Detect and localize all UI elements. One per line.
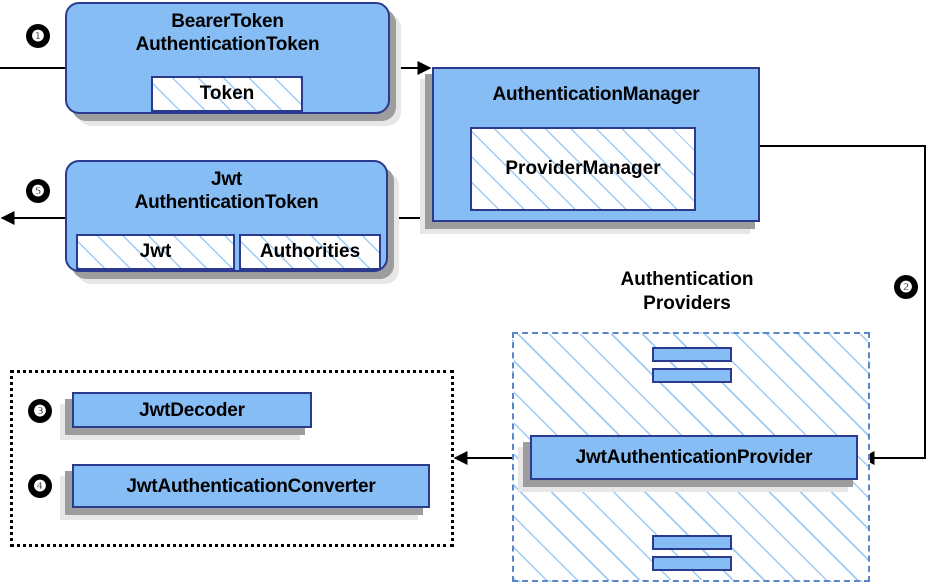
jwt-token-field-authorities-label: Authorities (259, 241, 361, 262)
marker-5-label: ❺ (31, 182, 45, 200)
authentication-manager-title: AuthenticationManager (492, 84, 700, 105)
jwt-token-title-line1: Jwt (210, 169, 243, 190)
provider-stack-bar-bottom-2 (652, 556, 732, 571)
jwt-token-title: Jwt AuthenticationToken (135, 168, 319, 214)
provider-stack-bar-top-2 (652, 368, 732, 383)
authentication-manager-field-provider-manager[interactable]: ProviderManager (470, 127, 696, 211)
marker-1-label: ❶ (31, 27, 45, 45)
bearer-token-title-line1: BearerToken (171, 11, 284, 32)
jwt-authentication-provider-title: JwtAuthenticationProvider (575, 447, 813, 468)
jwt-token-field-jwt-label: Jwt (139, 241, 172, 262)
jwt-token-field-authorities[interactable]: Authorities (239, 234, 381, 270)
node-authentication-manager[interactable]: AuthenticationManager ProviderManager (432, 67, 760, 222)
jwt-token-field-jwt[interactable]: Jwt (76, 234, 235, 270)
jwt-token-title-line2: AuthenticationToken (134, 192, 319, 213)
bearer-token-field-label: Token (199, 83, 255, 104)
node-jwt-decoder[interactable]: JwtDecoder (72, 392, 312, 428)
bearer-token-title-line2: AuthenticationToken (135, 34, 320, 55)
marker-3: ❸ (28, 399, 52, 423)
provider-stack-bar-top-1 (652, 347, 732, 362)
jwt-support-beans-group (10, 370, 454, 547)
node-bearer-token-authentication-token[interactable]: BearerToken AuthenticationToken Token (65, 2, 390, 114)
provider-stack-bar-bottom-1 (652, 535, 732, 550)
jwt-decoder-title: JwtDecoder (139, 399, 245, 421)
providers-label-line1: Authentication (620, 269, 754, 290)
marker-3-label: ❸ (33, 402, 47, 420)
bearer-token-field-token[interactable]: Token (151, 76, 303, 112)
marker-4: ❹ (28, 474, 52, 498)
marker-5: ❺ (26, 179, 50, 203)
marker-2: ❷ (894, 275, 918, 299)
bearer-token-title: BearerToken AuthenticationToken (136, 10, 320, 56)
node-jwt-authentication-provider[interactable]: JwtAuthenticationProvider (530, 435, 858, 480)
marker-2-label: ❷ (899, 278, 913, 296)
node-jwt-authentication-token[interactable]: Jwt AuthenticationToken Jwt Authorities (65, 160, 388, 272)
marker-4-label: ❹ (33, 477, 47, 495)
providers-label-line2: Providers (643, 293, 731, 314)
marker-1: ❶ (26, 24, 50, 48)
node-jwt-authentication-converter[interactable]: JwtAuthenticationConverter (72, 464, 430, 508)
provider-manager-label: ProviderManager (505, 158, 661, 179)
jwt-authentication-converter-title: JwtAuthenticationConverter (126, 475, 376, 497)
authentication-providers-label: Authentication Providers (567, 268, 807, 316)
